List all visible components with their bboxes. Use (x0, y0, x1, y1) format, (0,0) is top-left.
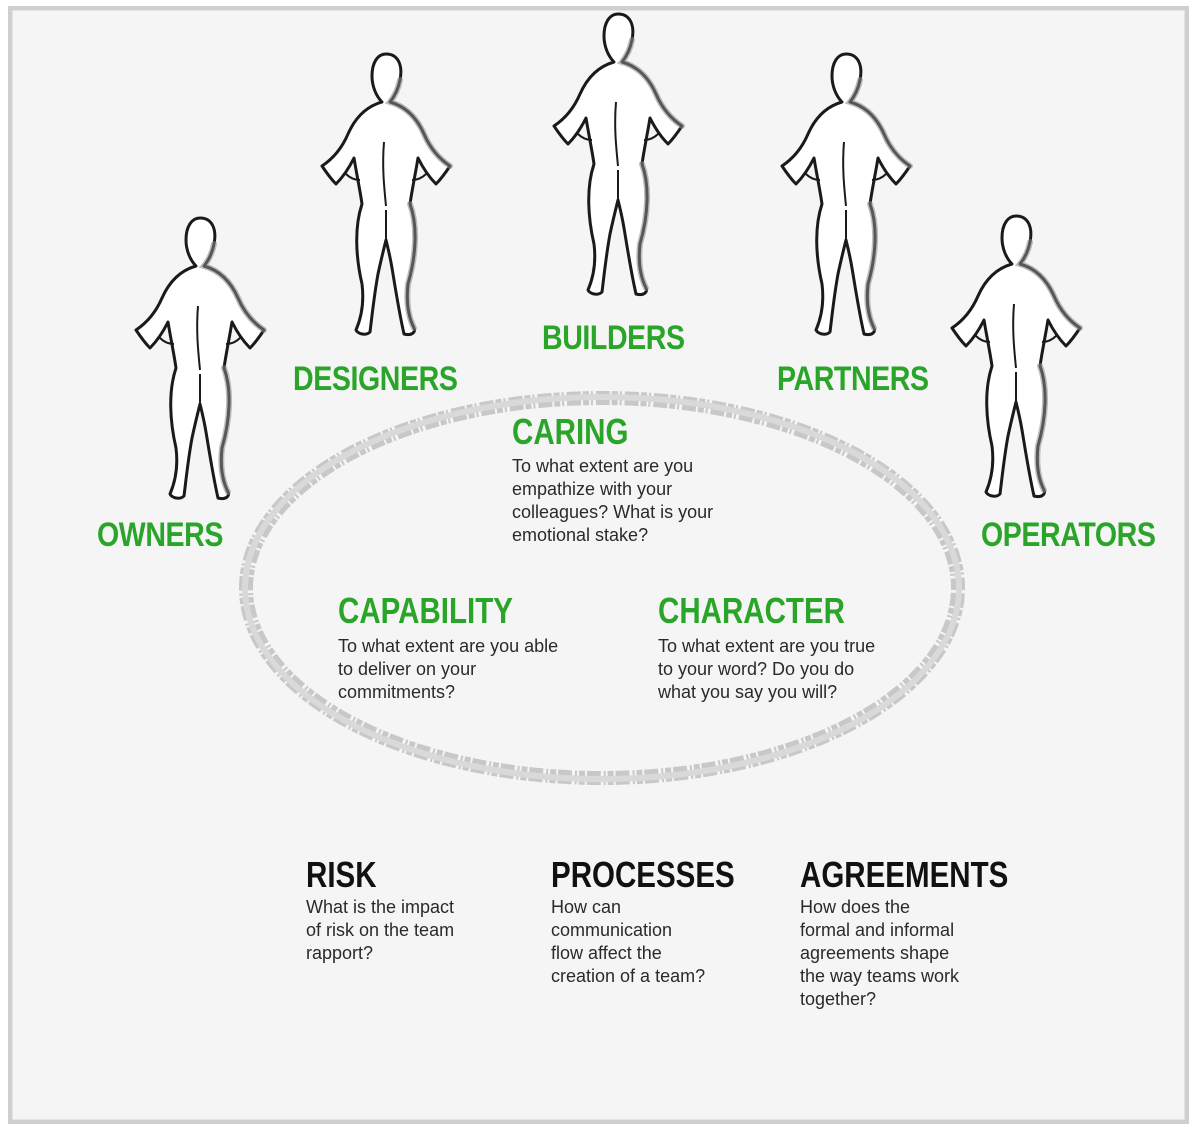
trait-character-line: what you say you will? (658, 682, 838, 702)
footer-risk-text: What is the impact of risk on the team r… (306, 896, 506, 965)
footer-processes-text: How can communication flow affect the cr… (551, 896, 761, 988)
role-label-operators: OPERATORS (981, 516, 1156, 554)
trait-caring-line: colleagues? What is your (512, 502, 714, 522)
footer-agreements-title: AGREEMENTS (800, 854, 1009, 895)
footer-agreements-line: together? (800, 989, 877, 1009)
builders-figure-icon (554, 14, 682, 295)
designers-figure-icon (322, 54, 450, 335)
footer-processes-line: communication (551, 920, 673, 940)
footer-processes-title: PROCESSES (551, 854, 735, 895)
trait-caring-line: To what extent are you (512, 456, 694, 476)
trait-capability-line: commitments? (338, 682, 456, 702)
operators-figure-icon (952, 216, 1080, 497)
role-label-owners: OWNERS (97, 516, 223, 554)
trait-caring-title: CARING (512, 411, 629, 452)
role-label-designers: DESIGNERS (293, 360, 458, 398)
footer-processes-line: How can (551, 897, 622, 917)
role-label-builders: BUILDERS (542, 319, 685, 357)
trait-character-text: To what extent are you true to your word… (658, 635, 928, 704)
trait-character-line: to your word? Do you do (658, 659, 855, 679)
footer-risk-line: rapport? (306, 943, 374, 963)
trait-capability-line: To what extent are you able (338, 636, 559, 656)
trait-caring-line: empathize with your (512, 479, 673, 499)
trait-capability-title: CAPABILITY (338, 590, 513, 631)
footer-risk-line: of risk on the team (306, 920, 455, 940)
partners-figure-icon (782, 54, 910, 335)
trait-capability-text: To what extent are you able to deliver o… (338, 635, 613, 704)
trait-caring-line: emotional stake? (512, 525, 649, 545)
role-label-partners: PARTNERS (777, 360, 929, 398)
trait-character-title: CHARACTER (658, 590, 845, 631)
footer-processes-line: flow affect the (551, 943, 662, 963)
footer-processes-line: creation of a team? (551, 966, 706, 986)
trait-character-line: To what extent are you true (658, 636, 876, 656)
trait-caring-text: To what extent are you empathize with yo… (512, 455, 772, 547)
footer-agreements-line: How does the (800, 897, 911, 917)
circle-of-trust-halo (242, 394, 962, 782)
footer-agreements-line: agreements shape (800, 943, 950, 963)
trait-capability-line: to deliver on your (338, 659, 477, 679)
footer-agreements-line: formal and informal (800, 920, 955, 940)
footer-risk-title: RISK (306, 854, 377, 895)
owners-figure-icon (136, 218, 264, 499)
footer-risk-line: What is the impact (306, 897, 455, 917)
footer-agreements-line: the way teams work (800, 966, 960, 986)
footer-agreements-text: How does the formal and informal agreeme… (800, 896, 1020, 1011)
